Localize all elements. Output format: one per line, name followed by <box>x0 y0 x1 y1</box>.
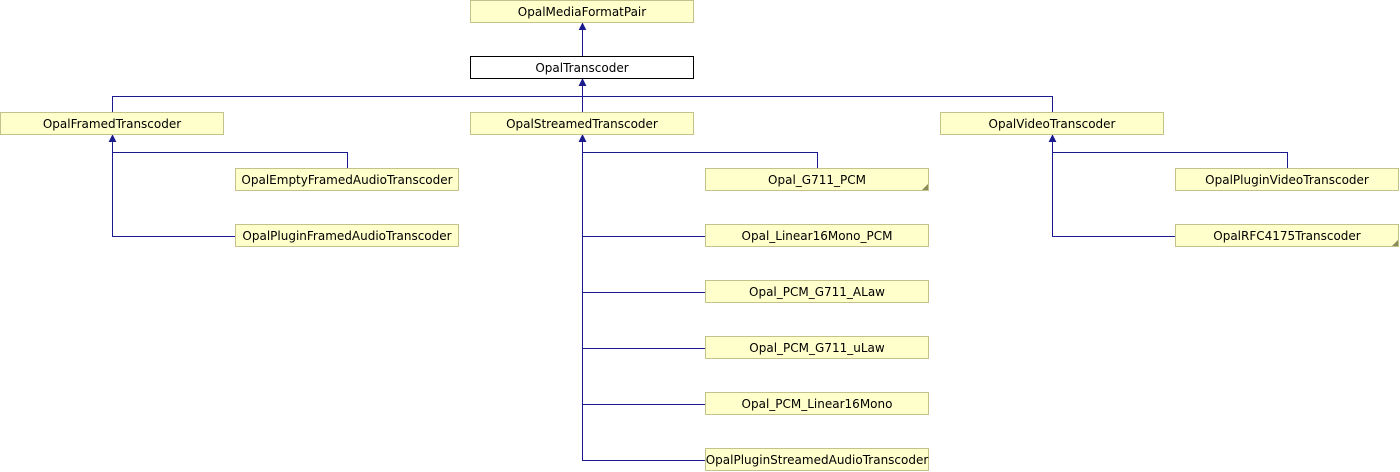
inheritance-arrowhead <box>578 78 587 86</box>
edge-linear16mono-pcm-to-streamed-transcoder <box>578 134 706 237</box>
edge-line <box>112 79 583 113</box>
class-node-transcoder: OpalTranscoder <box>470 56 694 79</box>
class-label: OpalVideoTranscoder <box>989 117 1116 131</box>
class-label: OpalPluginVideoTranscoder <box>1205 173 1369 187</box>
edge-video-transcoder-to-transcoder <box>578 78 1053 113</box>
class-node-g711-pcm[interactable]: Opal_G711_PCM <box>705 168 929 191</box>
edge-plugin-framed-audio-to-framed-transcoder <box>108 134 236 237</box>
edge-pcm-linear16mono-to-streamed-transcoder <box>578 134 706 405</box>
edge-rfc4175-to-video-transcoder <box>1048 134 1176 237</box>
edge-line <box>582 135 706 461</box>
class-node-pcm-g711-ulaw[interactable]: Opal_PCM_G711_uLaw <box>705 336 929 359</box>
truncated-marker-icon <box>1392 240 1398 246</box>
class-box <box>1175 168 1399 191</box>
class-box <box>705 448 929 471</box>
class-node-pcm-linear16mono[interactable]: Opal_PCM_Linear16Mono <box>705 392 929 415</box>
class-box <box>470 112 694 135</box>
class-box <box>705 336 929 359</box>
class-label: OpalTranscoder <box>535 61 628 75</box>
class-label: Opal_G711_PCM <box>768 173 866 187</box>
class-box <box>235 168 459 191</box>
class-box <box>470 56 694 79</box>
class-label: OpalEmptyFramedAudioTranscoder <box>241 173 452 187</box>
class-node-video-transcoder[interactable]: OpalVideoTranscoder <box>940 112 1164 135</box>
class-box <box>235 224 459 247</box>
class-node-rfc4175[interactable]: OpalRFC4175Transcoder <box>1175 224 1399 247</box>
class-node-plugin-video[interactable]: OpalPluginVideoTranscoder <box>1175 168 1399 191</box>
class-label: OpalRFC4175Transcoder <box>1213 229 1361 243</box>
truncated-marker-icon <box>922 184 928 190</box>
edge-line <box>1052 135 1176 237</box>
edge-plugin-streamed-audio-to-streamed-transcoder <box>578 134 706 461</box>
class-node-empty-framed-audio[interactable]: OpalEmptyFramedAudioTranscoder <box>235 168 459 191</box>
class-label: OpalPluginStreamedAudioTranscoder <box>706 453 929 467</box>
edge-pcm-g711-ulaw-to-streamed-transcoder <box>578 134 706 349</box>
class-label: Opal_PCM_G711_uLaw <box>749 341 885 355</box>
class-node-pcm-g711-alaw[interactable]: Opal_PCM_G711_ALaw <box>705 280 929 303</box>
class-node-plugin-framed-audio[interactable]: OpalPluginFramedAudioTranscoder <box>235 224 459 247</box>
class-label: OpalPluginFramedAudioTranscoder <box>242 229 451 243</box>
inheritance-arrowhead <box>108 134 117 142</box>
class-label: Opal_Linear16Mono_PCM <box>742 229 893 243</box>
inheritance-arrowhead <box>578 22 587 30</box>
edge-transcoder-to-media-format-pair <box>578 22 587 57</box>
inheritance-arrowhead <box>1048 134 1057 142</box>
class-node-linear16mono-pcm[interactable]: Opal_Linear16Mono_PCM <box>705 224 929 247</box>
inheritance-edges <box>108 22 1288 461</box>
edge-line <box>582 135 706 405</box>
class-node-plugin-streamed-audio[interactable]: OpalPluginStreamedAudioTranscoder <box>705 448 929 471</box>
class-box <box>0 112 224 135</box>
edge-framed-transcoder-to-transcoder <box>112 78 587 113</box>
class-box <box>1175 224 1399 247</box>
class-label: Opal_PCM_Linear16Mono <box>742 397 893 411</box>
edge-line <box>582 135 706 237</box>
class-label: OpalMediaFormatPair <box>518 5 646 19</box>
class-box <box>705 168 929 191</box>
class-box <box>705 280 929 303</box>
edge-empty-framed-audio-to-framed-transcoder <box>108 134 348 169</box>
edge-line <box>112 135 348 169</box>
class-node-streamed-transcoder[interactable]: OpalStreamedTranscoder <box>470 112 694 135</box>
inheritance-arrowhead <box>578 134 587 142</box>
edge-line <box>582 79 1053 113</box>
edge-line <box>582 135 706 349</box>
edge-line <box>1052 135 1288 169</box>
edge-line <box>112 135 236 237</box>
class-node-media-format-pair[interactable]: OpalMediaFormatPair <box>470 0 694 23</box>
class-node-framed-transcoder[interactable]: OpalFramedTranscoder <box>0 112 224 135</box>
class-box <box>705 392 929 415</box>
edge-g711-pcm-to-streamed-transcoder <box>578 134 818 169</box>
class-box <box>940 112 1164 135</box>
edge-plugin-video-to-video-transcoder <box>1048 134 1288 169</box>
class-label: OpalFramedTranscoder <box>43 117 181 131</box>
edge-line <box>582 135 818 169</box>
edge-line <box>582 135 706 293</box>
class-label: Opal_PCM_G711_ALaw <box>749 285 885 299</box>
edge-pcm-g711-alaw-to-streamed-transcoder <box>578 134 706 293</box>
class-box <box>470 0 694 23</box>
class-label: OpalStreamedTranscoder <box>506 117 658 131</box>
class-box <box>705 224 929 247</box>
